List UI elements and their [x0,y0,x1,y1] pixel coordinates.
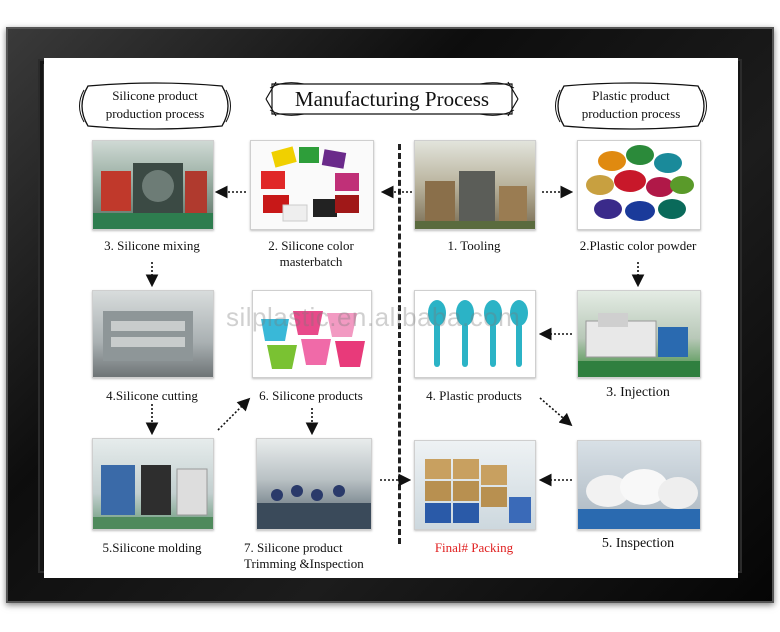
tooling-caption: 1. Tooling [447,238,501,253]
right-header-badge: Plastic product production process [550,82,712,130]
page-title: Manufacturing Process [294,87,490,111]
silicone-molding-caption: 5.Silicone molding [102,540,202,555]
arrow-plastic-products-to-inspection [539,397,573,427]
plastic-color-powder-caption: 2.Plastic color powder [579,238,697,253]
silicone-color-masterbatch-photo [250,140,374,230]
arrow-molding-to-products [217,397,251,431]
final-packing-caption: Final# Packing [434,540,514,555]
center-divider [398,144,401,544]
plastic-products-caption: 4. Plastic products [426,388,522,403]
watermark: silplastic.en.alibaba.com [226,302,521,332]
left-header-badge: Silicone product production process [74,82,236,130]
tooling-photo [414,140,536,230]
trimming-caption-line1: 7. Silicone product [244,540,343,555]
left-header-line1: Silicone product [112,88,198,103]
silicone-cutting-caption: 4.Silicone cutting [106,388,198,403]
silicone-color-caption: 2. Silicone color masterbatch [240,238,382,270]
final-packing-photo [414,440,536,530]
main-title-badge: Manufacturing Process [264,78,520,120]
plastic-products-photo [414,290,536,378]
silicone-color-caption-line1: 2. Silicone color [268,238,354,253]
left-header-line2: production process [105,106,205,121]
silicone-mixing-caption: 3. Silicone mixing [104,238,200,253]
inspection-photo [577,440,701,530]
silicone-color-caption-line2: masterbatch [279,254,343,269]
silicone-products-caption: 6. Silicone products [259,388,363,403]
right-header-line2: production process [581,106,681,121]
inspection-caption: 5. Inspection [601,536,675,551]
trimming-inspection-photo [256,438,372,530]
injection-photo [577,290,701,378]
silicone-molding-photo [92,438,214,530]
silicone-mixing-photo [92,140,214,230]
silicone-cutting-photo [92,290,214,378]
right-header-line1: Plastic product [592,88,670,103]
plastic-color-powder-photo [577,140,701,230]
injection-caption: 3. Injection [606,385,670,400]
silicone-products-photo [252,290,372,378]
trimming-caption-line2: Trimming &Inspection [244,556,364,571]
trimming-caption: 7. Silicone product Trimming &Inspection [244,540,384,572]
